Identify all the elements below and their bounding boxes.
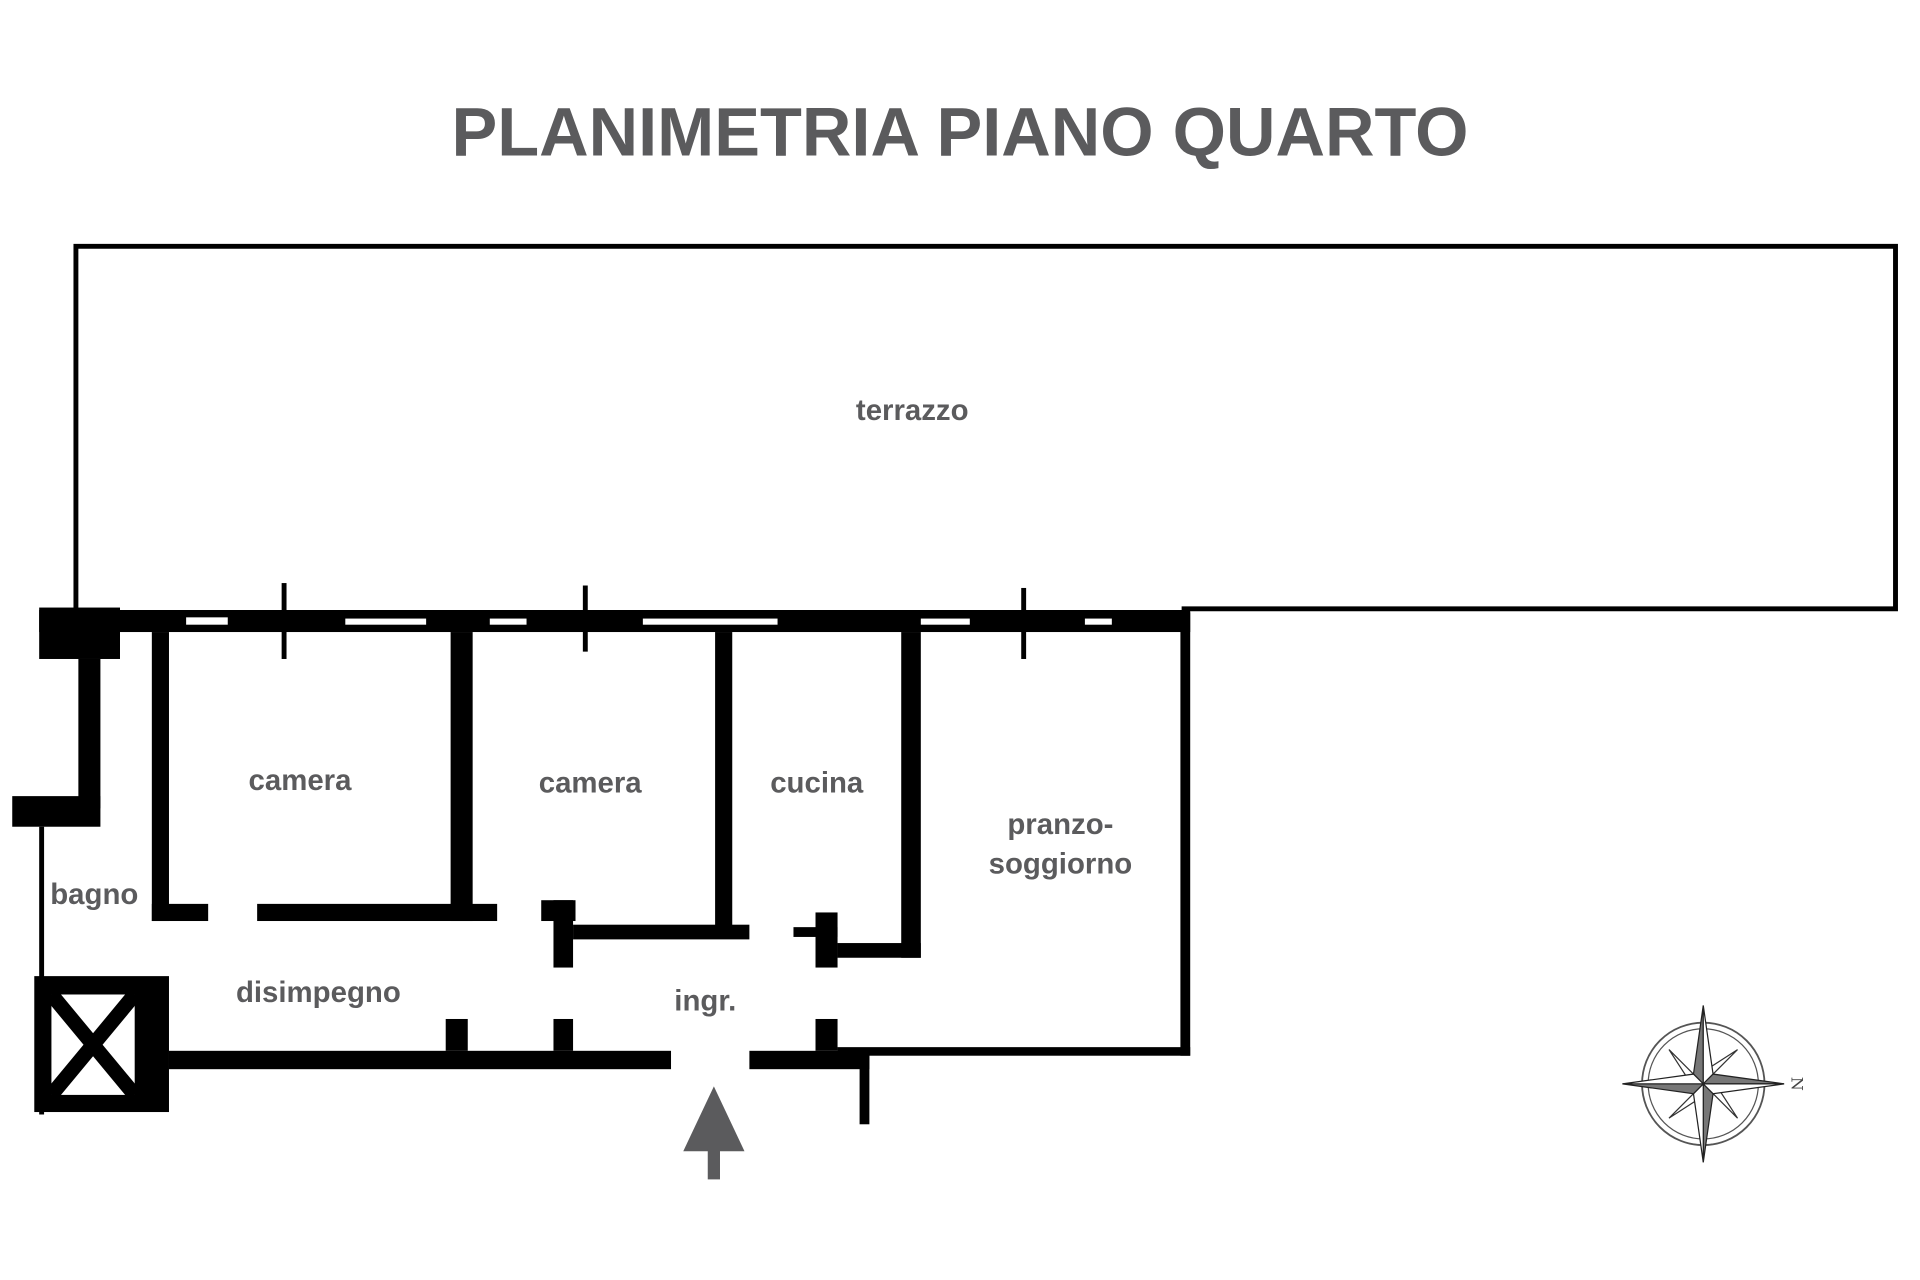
entrance-arrow-icon: [683, 1086, 745, 1180]
room-label-pranzo: pranzo-: [1007, 808, 1113, 841]
window-marks: [186, 617, 1112, 625]
room-label-terrazzo: terrazzo: [856, 394, 969, 427]
room-label-camera-1: camera: [249, 764, 353, 797]
compass-rose-icon: N: [1622, 1005, 1806, 1163]
room-label-ingresso: ingr.: [674, 984, 736, 1017]
room-label-camera-2: camera: [539, 766, 643, 799]
compass-north-label: N: [1787, 1077, 1806, 1091]
room-label-bagno: bagno: [50, 878, 138, 911]
terrace-outline: [73, 243, 1898, 612]
page-title: PLANIMETRIA PIANO QUARTO: [451, 94, 1468, 171]
room-label-soggiorno: soggiorno: [989, 847, 1133, 880]
walls: [12, 583, 1191, 1125]
room-label-cucina: cucina: [770, 766, 864, 799]
room-label-disimpegno: disimpegno: [236, 976, 401, 1009]
stairwell: [34, 976, 169, 1113]
